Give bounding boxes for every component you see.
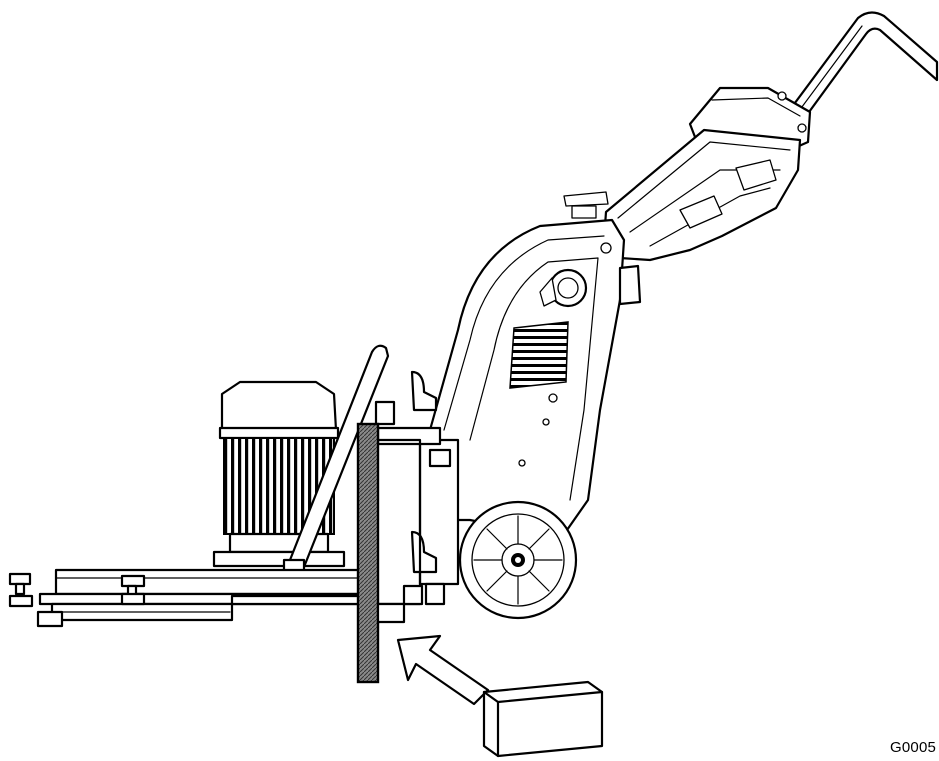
chassis-body [428, 218, 642, 542]
handle-tube [563, 128, 802, 262]
wheel [458, 500, 578, 620]
battery-compartment [356, 422, 424, 684]
figure-code: G0005 [890, 739, 937, 756]
base-plate [8, 370, 460, 628]
battery-box [482, 680, 604, 758]
insertion-arrow-icon [396, 634, 490, 706]
